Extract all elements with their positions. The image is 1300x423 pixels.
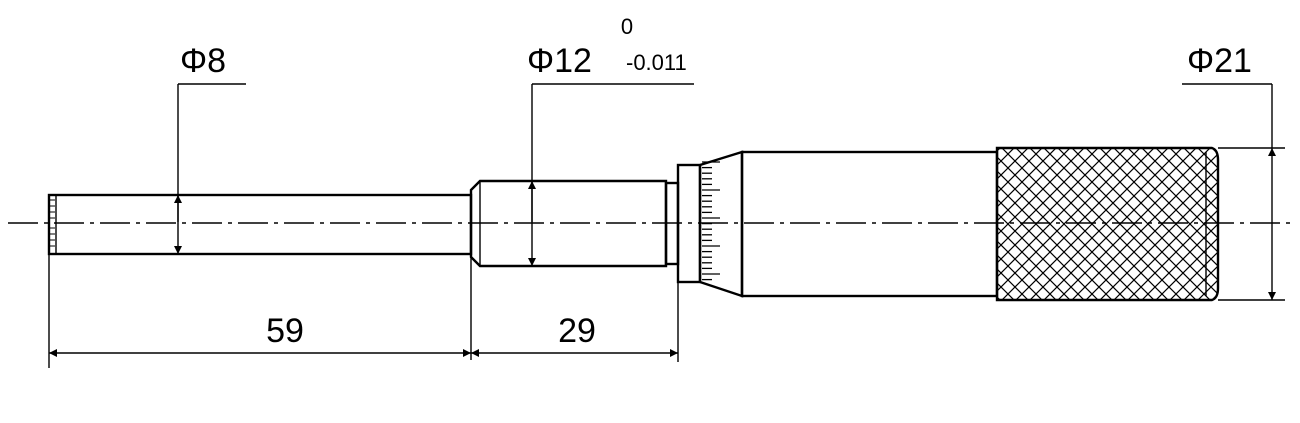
dim-thimble-diameter-label: Φ21 <box>1187 42 1252 80</box>
dim-sleeve-diameter-label: Φ12 <box>527 42 592 80</box>
dim-sleeve-length-label: 29 <box>558 312 596 350</box>
spindle <box>47 193 473 256</box>
thimble-scale <box>676 150 744 298</box>
thimble-body <box>740 150 999 298</box>
dim-thimble-diameter <box>1182 83 1285 301</box>
dim-sleeve-tol-lower: -0.011 <box>626 50 687 75</box>
dim-lengths <box>48 254 679 368</box>
dim-sleeve-tol-upper: 0 <box>621 14 633 39</box>
dim-spindle-diameter <box>174 83 246 254</box>
dim-spindle-length-label: 59 <box>266 312 304 350</box>
dim-sleeve-diameter <box>528 83 694 266</box>
dim-spindle-diameter-label: Φ8 <box>180 42 226 80</box>
ratchet-knurl <box>995 146 1220 302</box>
